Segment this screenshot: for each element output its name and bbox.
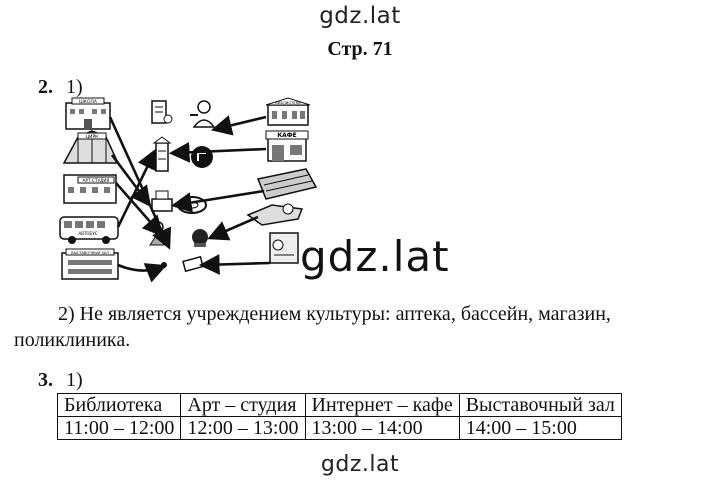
circus-sign: ЦИРК	[86, 134, 100, 140]
match-arrow	[207, 215, 259, 241]
exhibition-hall-sign: ВЫСТАВОЧНЫЙ ЗАЛ	[71, 250, 109, 255]
table-header-row: Библиотека Арт – студия Интернет – кафе …	[56, 393, 622, 417]
library-building-icon: БИБЛИОТЕКА	[265, 97, 311, 126]
task-2-part-2-line-2: поликлиника.	[14, 329, 131, 351]
art-studio-sign: АРТ-СТУДИЯ	[83, 178, 110, 183]
cafe-sign: КАФЕ	[277, 132, 297, 139]
table-header-cell: Библиотека	[56, 393, 182, 417]
waiter-icon	[190, 100, 216, 128]
match-arrow	[210, 115, 267, 136]
match-arrow	[198, 254, 271, 275]
school-sign: ШКОЛА	[79, 99, 98, 105]
table-header-cell: Выставочный зал	[458, 393, 622, 417]
table-cell: 13:00 – 14:00	[304, 416, 460, 440]
bus-icon: АВТОБУС	[59, 216, 119, 244]
watermark-center: gdz.lat	[300, 232, 450, 281]
table-cell: 14:00 – 15:00	[458, 416, 622, 440]
page-title: Стр. 71	[327, 38, 393, 60]
task-3-part-1-label: 1)	[66, 369, 83, 391]
exhibition-hall-building-icon: ВЫСТАВОЧНЫЙ ЗАЛ	[61, 248, 119, 280]
bus-sign: АВТОБУС	[78, 231, 97, 236]
match-arrow	[168, 141, 267, 163]
match-arrow	[117, 263, 167, 283]
match-arrow	[110, 154, 152, 208]
swimming-pool-icon	[256, 168, 318, 200]
cafe-building-icon: КАФЕ	[265, 130, 309, 162]
library-sign: БИБЛИОТЕКА	[275, 101, 301, 105]
ticket-icon	[161, 255, 204, 273]
painting-icon	[192, 229, 208, 247]
table-header-cell: Интернет – кафе	[304, 393, 460, 417]
art-studio-building-icon: АРТ-СТУДИЯ	[63, 174, 117, 204]
match-arrow	[170, 189, 265, 213]
match-arrow	[116, 148, 157, 228]
advertising-column-icon	[152, 136, 172, 172]
matching-illustration: ШКОЛА ЦИРК АРТ-СТУДИЯ АВТОБУС ВЫСТАВОЧНЫ…	[59, 97, 318, 283]
polyclinic-icon	[269, 232, 299, 264]
school-building-icon: ШКОЛА	[65, 97, 111, 130]
task-2-part-1-label: 1)	[66, 76, 83, 98]
cash-register-icon	[151, 190, 173, 212]
task-2-number: 2.	[38, 76, 53, 98]
poster-reader-icon	[151, 100, 173, 124]
table-cell: 11:00 – 12:00	[56, 416, 182, 440]
watermark-top: gdz.lat	[319, 3, 401, 29]
table-row: 11:00 – 12:00 12:00 – 13:00 13:00 – 14:0…	[56, 416, 622, 440]
match-arrow	[115, 182, 164, 237]
schedule-table: Библиотека Арт – студия Интернет – кафе …	[56, 393, 622, 440]
task-3-number: 3.	[38, 369, 53, 391]
watermark-bottom: gdz.lat	[320, 452, 400, 477]
direction-sign-icon	[191, 146, 213, 168]
table-cell: 12:00 – 13:00	[180, 416, 306, 440]
pharmacy-icon	[246, 203, 304, 226]
task-2-part-2-line-1: 2) Не является учреждением культуры: апт…	[58, 303, 611, 325]
circus-tent-icon: ЦИРК	[62, 130, 120, 164]
table-header-cell: Арт – студия	[180, 393, 306, 417]
